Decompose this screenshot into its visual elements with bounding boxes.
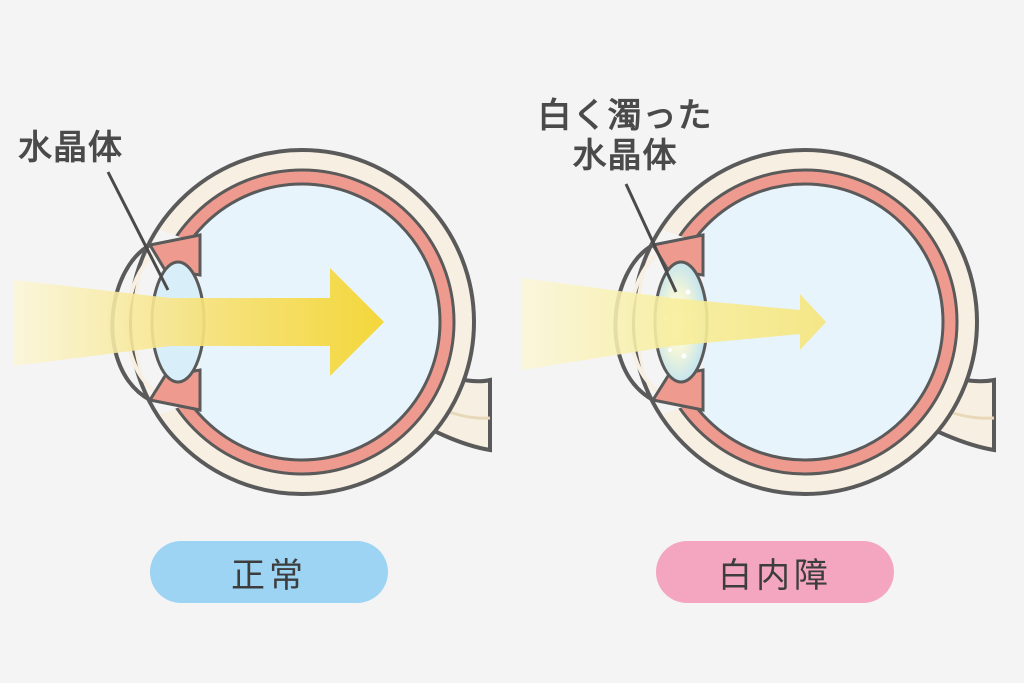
callout-line-1: 白く濁った	[537, 96, 713, 136]
callout-line	[106, 171, 170, 291]
normal-caption-badge: 正常	[150, 541, 388, 603]
lens-callout-label: 水晶体	[18, 128, 123, 168]
light-beam	[522, 278, 826, 370]
cataract-eye	[522, 148, 996, 496]
light-beam	[14, 268, 384, 376]
cataract-caption-badge: 白内障	[656, 541, 894, 603]
callout-line	[624, 183, 678, 293]
callout-line-2: 水晶体	[572, 136, 678, 176]
normal-eye	[14, 148, 492, 496]
cloudy-lens-callout-label: 白く濁った 水晶体	[520, 96, 730, 176]
